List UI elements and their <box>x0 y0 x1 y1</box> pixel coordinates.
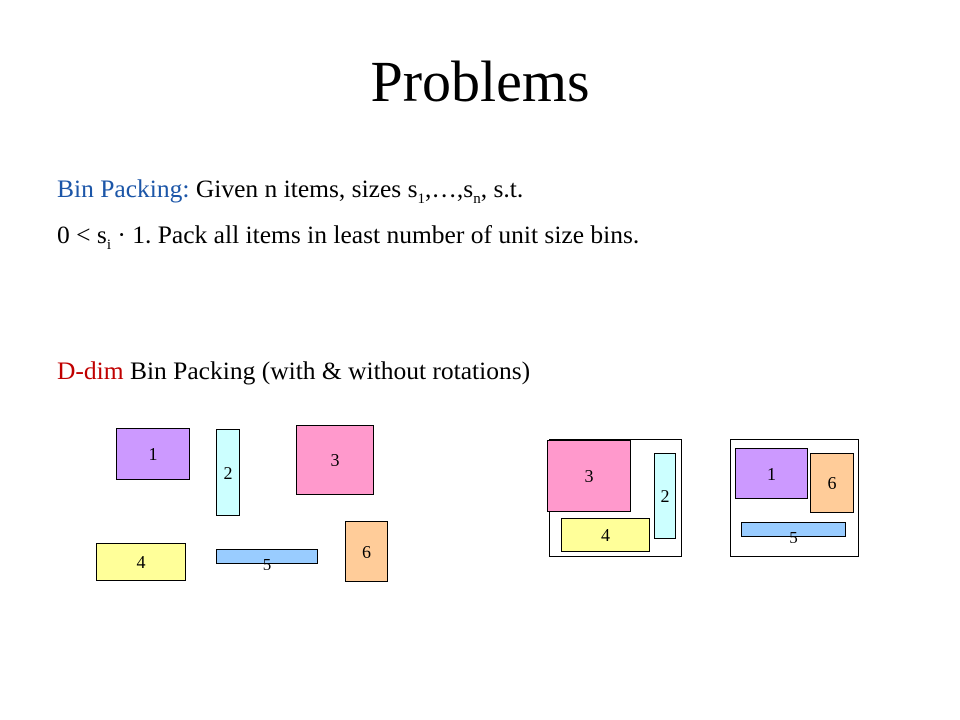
item-2: 2 <box>216 429 240 516</box>
bin-2-item-5: 5 <box>741 522 846 546</box>
item-label: 6 <box>362 541 371 562</box>
subscript-i: i <box>106 237 111 253</box>
item-1: 1 <box>116 428 190 480</box>
bin-1-item-2: 2 <box>654 453 676 539</box>
bin-1-item-3: 3 <box>547 440 631 512</box>
item-3: 3 <box>296 425 374 495</box>
bin-packing-definition-line2: 0 < si · 1. Pack all items in least numb… <box>57 218 640 253</box>
bin-2-item-1: 1 <box>735 448 808 499</box>
given-text: Given n items, sizes s <box>195 174 418 203</box>
bin-packing-label: Bin Packing: <box>57 174 190 203</box>
item-label: 6 <box>827 473 837 493</box>
item-label: 4 <box>136 552 146 572</box>
constraint-end: · 1. Pack all items in least number of u… <box>110 220 640 249</box>
constraint-start: 0 < s <box>57 220 107 249</box>
item-label: 4 <box>601 525 610 545</box>
ddim-heading: D-dim Bin Packing (with & without rotati… <box>57 354 530 388</box>
slide-title: Problems <box>370 49 590 114</box>
item-label: 2 <box>660 486 670 506</box>
item-label: 3 <box>584 466 594 486</box>
item-label: 2 <box>223 462 233 483</box>
item-5: 5 <box>216 549 318 573</box>
item-label: 5 <box>262 555 272 574</box>
ddim-label: D-dim <box>57 356 124 385</box>
item-label: 1 <box>148 444 158 464</box>
subscript-n: n <box>473 191 481 207</box>
such-that-text: , s.t. <box>480 174 524 203</box>
item-label: 5 <box>789 528 798 547</box>
ddim-rest: Bin Packing (with & without rotations) <box>123 356 531 385</box>
bin-2-item-6: 6 <box>810 453 854 513</box>
item-6: 6 <box>345 521 388 582</box>
subscript-1: 1 <box>417 191 426 207</box>
item-label: 3 <box>330 450 340 470</box>
bin-1-item-4: 4 <box>561 518 650 552</box>
ellipsis-text: ,…,s <box>425 174 474 203</box>
item-label: 1 <box>767 463 776 484</box>
bin-packing-definition-line1: Bin Packing: Given n items, sizes s1,…,s… <box>57 172 524 207</box>
item-4: 4 <box>96 543 186 581</box>
